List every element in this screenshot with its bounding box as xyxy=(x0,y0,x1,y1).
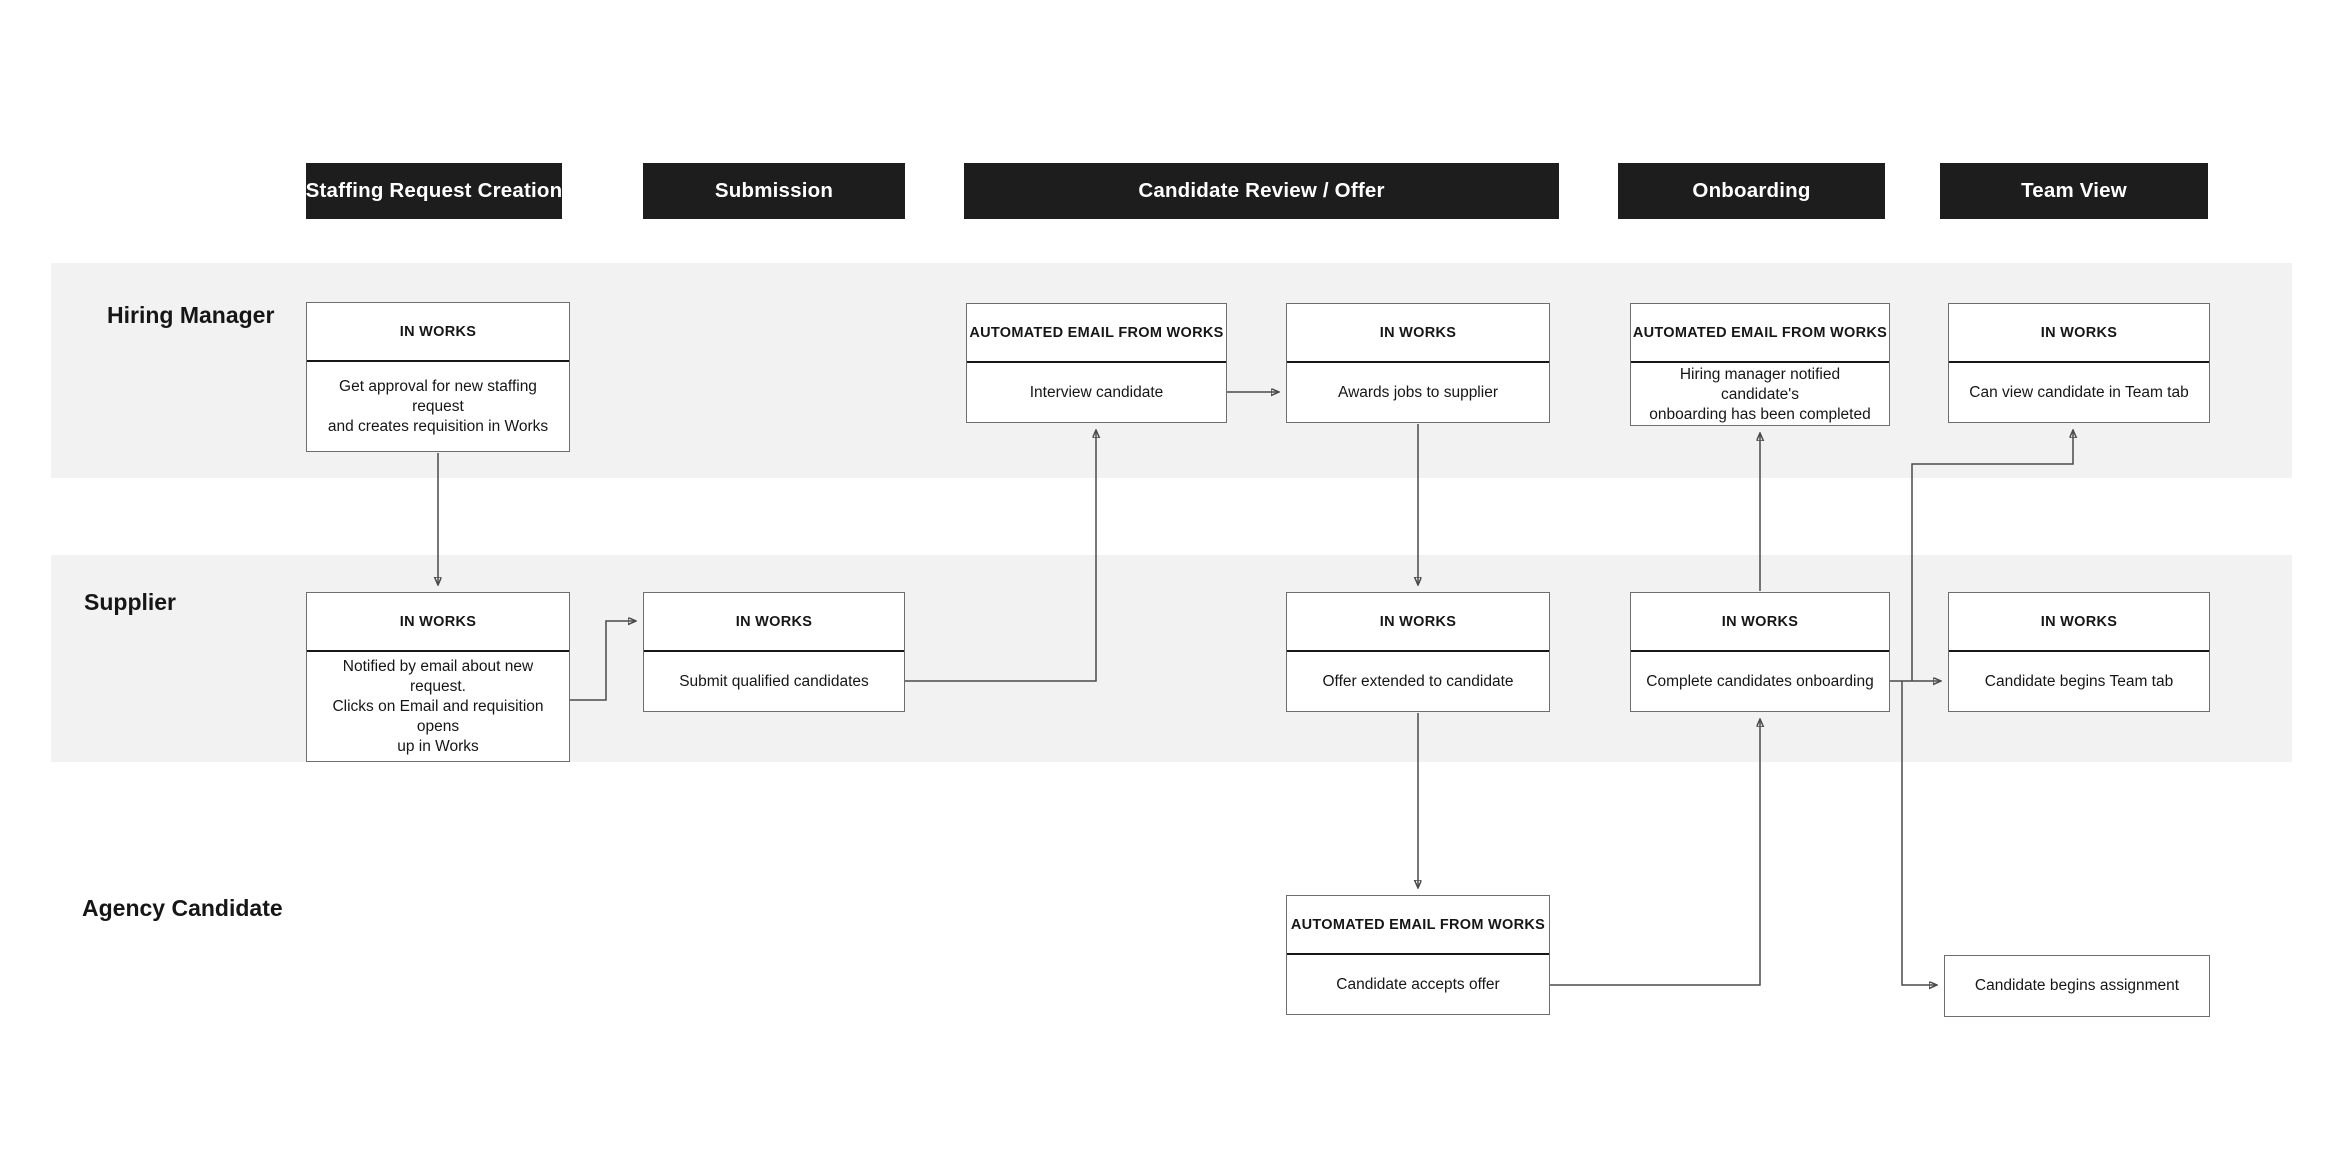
node-candidate-begins-assignment[interactable]: Candidate begins assignment xyxy=(1944,955,2210,1017)
node-body: Interview candidate xyxy=(1029,383,1164,401)
node-title: IN WORKS xyxy=(307,593,569,652)
node-body: Hiring manager notified candidate's onbo… xyxy=(1649,366,1871,423)
node-interview-candidate[interactable]: AUTOMATED EMAIL FROM WORKS Interview can… xyxy=(966,303,1227,423)
phase-header-onboarding[interactable]: Onboarding xyxy=(1618,163,1885,219)
node-body: Can view candidate in Team tab xyxy=(1969,383,2189,401)
node-body: Candidate begins assignment xyxy=(1974,977,2180,994)
node-notified-by-email[interactable]: IN WORKS Notified by email about new req… xyxy=(306,592,570,762)
node-view-candidate-team-tab[interactable]: IN WORKS Can view candidate in Team tab xyxy=(1948,303,2210,423)
node-body: Candidate accepts offer xyxy=(1336,975,1500,993)
node-candidate-begins-team-tab[interactable]: IN WORKS Candidate begins Team tab xyxy=(1948,592,2210,712)
phase-header-submission[interactable]: Submission xyxy=(643,163,905,219)
node-title: AUTOMATED EMAIL FROM WORKS xyxy=(1631,304,1889,363)
node-title: IN WORKS xyxy=(1287,593,1549,652)
node-onboarding-notice[interactable]: AUTOMATED EMAIL FROM WORKS Hiring manage… xyxy=(1630,303,1890,426)
phase-header-candidate-review-offer[interactable]: Candidate Review / Offer xyxy=(964,163,1559,219)
phase-header-team-view[interactable]: Team View xyxy=(1940,163,2208,219)
node-body: Submit qualified candidates xyxy=(679,672,869,690)
lane-label-agency-candidate[interactable]: Agency Candidate xyxy=(82,895,283,921)
node-body: Offer extended to candidate xyxy=(1322,672,1514,690)
node-title: IN WORKS xyxy=(644,593,904,652)
node-body: Notified by email about new request. Cli… xyxy=(332,657,544,755)
node-title: AUTOMATED EMAIL FROM WORKS xyxy=(967,304,1226,363)
node-body: Get approval for new staffing request an… xyxy=(327,377,549,435)
node-offer-extended[interactable]: IN WORKS Offer extended to candidate xyxy=(1286,592,1550,712)
node-title: IN WORKS xyxy=(1631,593,1889,652)
node-awards-jobs[interactable]: IN WORKS Awards jobs to supplier xyxy=(1286,303,1550,423)
node-staffing-request[interactable]: IN WORKS Get approval for new staffing r… xyxy=(306,302,570,452)
node-body: Candidate begins Team tab xyxy=(1984,672,2174,690)
node-title: IN WORKS xyxy=(1949,304,2209,363)
node-title: IN WORKS xyxy=(1949,593,2209,652)
node-body: Complete candidates onboarding xyxy=(1646,672,1874,690)
phase-header-staffing-request-creation[interactable]: Staffing Request Creation xyxy=(306,163,562,219)
node-body: Awards jobs to supplier xyxy=(1338,383,1498,401)
lane-label-hiring-manager[interactable]: Hiring Manager xyxy=(107,302,275,328)
node-submit-candidates[interactable]: IN WORKS Submit qualified candidates xyxy=(643,592,905,712)
node-title: IN WORKS xyxy=(1287,304,1549,363)
lane-label-supplier[interactable]: Supplier xyxy=(84,589,177,615)
node-title: IN WORKS xyxy=(307,303,569,362)
node-candidate-accepts-offer[interactable]: AUTOMATED EMAIL FROM WORKS Candidate acc… xyxy=(1286,895,1550,1015)
node-title: AUTOMATED EMAIL FROM WORKS xyxy=(1287,896,1549,955)
node-complete-onboarding[interactable]: IN WORKS Complete candidates onboarding xyxy=(1630,592,1890,712)
